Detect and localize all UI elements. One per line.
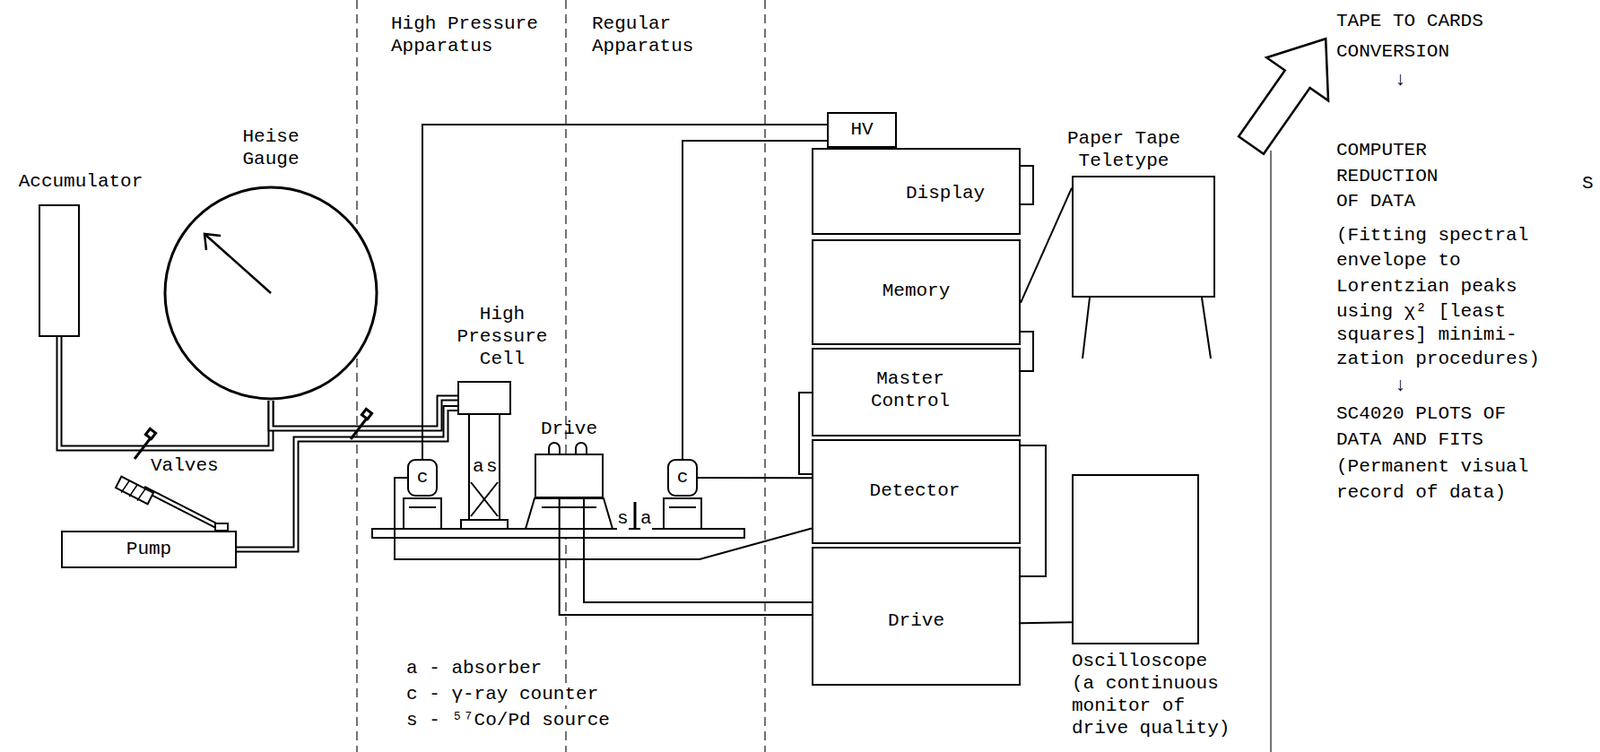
annotation: s [617,507,629,531]
node-label: Display [905,182,1014,205]
annotation: squares] minimi- [1336,323,1518,347]
annotation: High Pressure Apparatus [391,12,548,58]
cabinet-section: Memory [811,239,1021,346]
node-label: Drive [525,417,613,441]
counter-pedestal [403,498,702,530]
hv-box: HV [826,112,897,148]
annotation: DATA AND FITS [1336,428,1484,452]
signal-cable [682,140,827,460]
annotation: a [640,507,653,531]
accumulator-outline [38,204,80,338]
section-divider [356,0,766,752]
annotation: COMPUTER [1336,139,1427,162]
node-label: c [403,466,442,489]
drive-mechanism: Drive [525,417,613,530]
signal-cable [1020,622,1072,624]
annotation: REDUCTION [1336,165,1438,188]
pressure-gauge: Heise Gauge [199,125,343,404]
cabinet-section: Detector [811,439,1021,545]
gamma-counter: c [403,459,442,530]
cabinet-section: Master Control [811,347,1021,437]
annotation: (Fitting spectral [1336,224,1529,247]
annotation: envelope to [1336,249,1461,272]
node-label: Paper Tape Teletype [1056,127,1192,173]
pressure-pipe [236,408,458,550]
annotation: a - absorber [406,657,542,680]
node-label: Oscilloscope [1071,650,1243,673]
node-label: Pump [60,538,237,561]
annotation: s [486,455,498,479]
cell-body [460,415,508,530]
annotation: Valves [150,454,219,478]
node-label: HV [826,118,897,141]
accumulator: Accumulator [8,170,153,341]
annotation: OF DATA [1336,190,1416,213]
gamma-counter: c [663,459,702,530]
drive-mechanism [525,443,812,603]
annotation: s - ⁵⁷Co/Pd source [406,709,610,732]
annotation: c - γ-ray counter [406,683,599,706]
pump-box: Pump [60,530,237,569]
signal-cable [559,498,812,616]
annotation: ↓ [1394,374,1407,398]
oscilloscope: Oscilloscope(a continuous monitor of dri… [1071,474,1243,740]
annotation: SC4020 PLOTS OF [1336,402,1506,426]
base-plate [372,529,745,539]
annotation: S [1582,172,1594,195]
pressure-gauge-outline [163,185,379,401]
annotation: a [472,455,485,479]
node-label: Heise Gauge [230,125,312,171]
drive-mechanism-outline [534,453,604,499]
signal-cable [422,124,827,460]
annotation: Lorentzian peaks [1336,275,1518,298]
annotation: TAPE TO CARDS [1336,9,1484,33]
annotation: zation procedures) [1336,347,1540,371]
annotation: CONVERSION [1336,40,1450,63]
node-label: Drive [811,609,1021,633]
pump-handle [115,477,228,531]
annotation: record of data) [1336,481,1506,505]
annotation: (Permanent visual [1336,455,1529,479]
teletype: Paper Tape Teletype [1056,127,1218,298]
valve-symbol [134,408,373,460]
signal-cable [697,478,812,479]
annotation: using χ² [least [1336,300,1506,323]
cabinet-section: Display [811,147,1021,235]
node-label: Memory [811,279,1021,303]
annotation: ↓ [1394,69,1407,92]
absorber [634,502,637,530]
node-label: Detector [847,479,983,503]
high-pressure-cell-outline [457,381,512,416]
node-label: High Pressure Cell [452,303,552,371]
node-label: Master Control [847,367,974,413]
node-label: c [663,466,702,489]
cabinet-section: Drive [811,547,1021,687]
teletype-outline [1071,175,1216,298]
signal-cable [1020,188,1072,304]
node-label: Accumulator [8,170,153,193]
oscilloscope-outline [1071,474,1200,645]
section-divider [1269,150,1272,752]
annotation: Regular Apparatus [591,12,718,58]
node-label: (a continuous monitor of drive quality) [1071,672,1238,740]
